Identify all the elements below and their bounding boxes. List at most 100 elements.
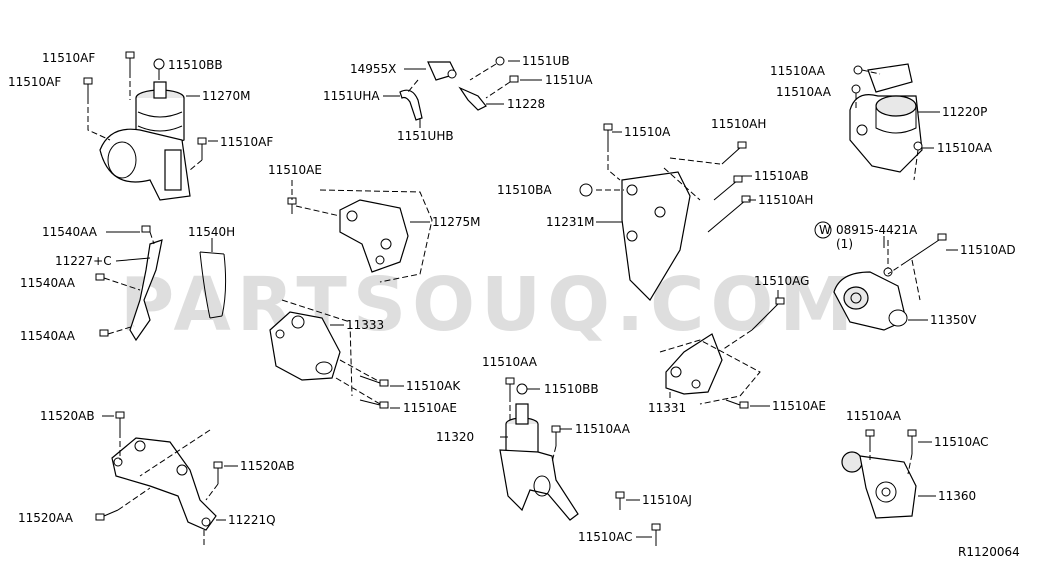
label-11510aa-d: 11510AA — [482, 355, 538, 369]
label-11510a: 11510A — [624, 125, 671, 139]
part-1151uha[interactable] — [399, 89, 423, 121]
part-11275m[interactable] — [339, 199, 409, 273]
bolt-11510aa-e[interactable] — [551, 425, 561, 446]
bolt-11520ab-a[interactable] — [115, 411, 125, 432]
label-1151uhb: 1151UHB — [397, 129, 454, 143]
label-11275m: 11275M — [432, 215, 481, 229]
label-11510bb-b: 11510BB — [544, 382, 599, 396]
reference-code: R1120064 — [958, 545, 1020, 559]
part-14955x[interactable] — [427, 61, 457, 81]
label-11331: 11331 — [648, 401, 686, 415]
part-11333[interactable] — [269, 311, 341, 381]
label-11228: 11228 — [507, 97, 545, 111]
label-11510ae-b: 11510AE — [403, 401, 457, 415]
label-11520ab-a: 11520AB — [40, 409, 95, 423]
label-11520aa: 11520AA — [18, 511, 74, 525]
bolt-11540aa-a[interactable] — [141, 225, 151, 233]
label-14955x: 14955X — [350, 62, 396, 76]
bolt-11510ac-a[interactable] — [651, 523, 661, 546]
label-11510ag: 11510AG — [754, 274, 809, 288]
label-11510aa-e: 11510AA — [575, 422, 631, 436]
part-11331[interactable] — [665, 333, 723, 395]
bolt-11510ak[interactable] — [359, 375, 389, 387]
label-11510ak: 11510AK — [406, 379, 461, 393]
label-11540aa-a: 11540AA — [42, 225, 98, 239]
label-11510bb-a: 11510BB — [168, 58, 223, 72]
bolt-11510af-b[interactable] — [83, 77, 93, 98]
bolt-11510aa-d[interactable] — [505, 377, 515, 396]
label-11510af-b: 11510AF — [8, 75, 61, 89]
label-11510ah-b: 11510AH — [758, 193, 813, 207]
label-11510aj: 11510AJ — [642, 493, 692, 507]
bolt-11510bb-b[interactable] — [516, 383, 528, 395]
label-11510af-c: 11510AF — [220, 135, 273, 149]
bolt-11540aa-c[interactable] — [99, 329, 109, 337]
label-11510aa-f: 11510AA — [846, 409, 902, 423]
label-11510ac-b: 11510AC — [934, 435, 989, 449]
label-11510ab: 11510AB — [754, 169, 809, 183]
label-11333: 11333 — [346, 318, 384, 332]
bolt-11510bb-a[interactable] — [153, 58, 165, 80]
label-11540aa-c: 11540AA — [20, 329, 76, 343]
part-11320[interactable] — [499, 403, 579, 521]
bolt-11510aa-f[interactable] — [865, 429, 875, 446]
label-11510ba: 11510BA — [497, 183, 552, 197]
label-11540h: 11540H — [188, 225, 235, 239]
label-1151uha: 1151UHA — [323, 89, 380, 103]
label-11350v: 11350V — [930, 313, 977, 327]
label-11510af-a: 11510AF — [42, 51, 95, 65]
washer-symbol — [814, 221, 832, 239]
bolt-11510aa-b[interactable] — [851, 84, 861, 94]
bolt-11510ba[interactable] — [579, 183, 593, 197]
part-11350v[interactable] — [833, 271, 908, 331]
label-washer-w: W — [819, 223, 831, 237]
bolt-1151ub[interactable] — [495, 56, 505, 66]
bolt-11510ag[interactable] — [751, 297, 785, 331]
bolt-11510ae-b[interactable] — [359, 399, 389, 409]
label-11227c: 11227+C — [55, 254, 112, 268]
bolt-1151ua[interactable] — [509, 75, 519, 83]
part-11270m[interactable] — [99, 81, 191, 201]
bolt-11510ab[interactable] — [713, 175, 743, 201]
part-11360[interactable] — [841, 451, 917, 519]
bolt-11510ac-b[interactable] — [907, 429, 917, 454]
label-11510aa-b: 11510AA — [776, 85, 832, 99]
part-11228[interactable] — [458, 86, 487, 111]
label-qty1: (1) — [836, 237, 853, 251]
label-11360: 11360 — [938, 489, 976, 503]
label-1151ua: 1151UA — [545, 73, 593, 87]
bolt-11520aa[interactable] — [95, 509, 119, 521]
label-08915: 08915-4421A — [836, 223, 918, 237]
bolt-11540aa-b[interactable] — [95, 273, 105, 281]
label-11510ad: 11510AD — [960, 243, 1016, 257]
bolt-11510ae-c[interactable] — [725, 399, 749, 409]
bolt-11510af-a[interactable] — [125, 51, 135, 72]
label-11510aa-c: 11510AA — [937, 141, 993, 155]
label-11220p: 11220P — [942, 105, 987, 119]
bolt-11510aa-a[interactable] — [853, 65, 863, 75]
bolt-11510ah-b[interactable] — [707, 195, 751, 233]
part-11227c[interactable] — [129, 239, 163, 342]
bolt-11510ae-a[interactable] — [287, 197, 297, 214]
label-11231m: 11231M — [546, 215, 595, 229]
label-11510ae-a: 11510AE — [268, 163, 322, 177]
bolt-11510aj[interactable] — [615, 491, 625, 510]
bolt-11510ah-a[interactable] — [721, 141, 747, 165]
bolt-11510a[interactable] — [603, 123, 613, 146]
label-11510ah-a: 11510AH — [711, 117, 766, 131]
label-1151ub: 1151UB — [522, 54, 570, 68]
label-11510ac-a: 11510AC — [578, 530, 633, 544]
part-11231m[interactable] — [621, 171, 691, 301]
label-11510aa-a: 11510AA — [770, 64, 826, 78]
part-11540h[interactable] — [199, 251, 227, 319]
label-11320: 11320 — [436, 430, 474, 444]
bolt-11510af-c[interactable] — [197, 137, 207, 160]
label-11520ab-b: 11520AB — [240, 459, 295, 473]
part-11221q[interactable] — [111, 437, 217, 531]
bolt-11510ad[interactable] — [905, 233, 947, 263]
bolt-11520ab-b[interactable] — [213, 461, 223, 484]
label-11540aa-b: 11540AA — [20, 276, 76, 290]
part-11220p[interactable] — [849, 63, 923, 173]
bolt-11510aa-c[interactable] — [913, 141, 923, 151]
